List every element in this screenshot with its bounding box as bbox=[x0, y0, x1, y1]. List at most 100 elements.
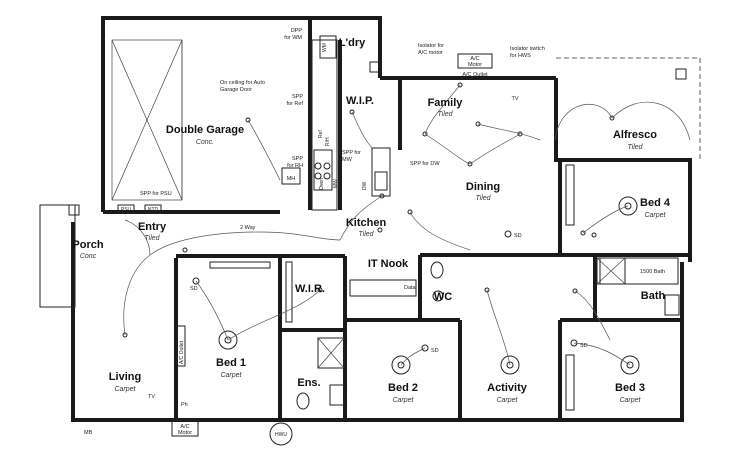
porch-post bbox=[68, 204, 80, 216]
room-finish-dining: Tiled bbox=[475, 195, 491, 202]
note-ac-motor-top-1: A/C bbox=[470, 56, 479, 62]
room-finish-alfresco: Tiled bbox=[627, 144, 643, 151]
fan-wc bbox=[432, 290, 444, 302]
note-isolator-hws-1: Isolator switch bbox=[510, 46, 545, 52]
ens-vanity bbox=[329, 384, 345, 406]
ac-motor-top-box bbox=[457, 53, 493, 69]
note-psu: PSU bbox=[121, 207, 132, 213]
room-finish-porch: Conc bbox=[80, 253, 97, 260]
wc-toilet bbox=[430, 261, 444, 279]
note-mw: MW bbox=[333, 179, 339, 188]
note-garage-door-1: On ceiling for Auto bbox=[220, 80, 265, 86]
hwu-unit bbox=[269, 422, 293, 446]
note-bath-1500: 1500 Bath bbox=[640, 269, 665, 275]
fan-bed1 bbox=[218, 330, 238, 350]
room-name-kitchen: Kitchen bbox=[346, 217, 387, 229]
room-name-family: Family bbox=[428, 97, 464, 109]
room-name-it-nook: IT Nook bbox=[368, 258, 409, 270]
psu-box bbox=[117, 204, 135, 214]
room-name-living: Living bbox=[109, 371, 141, 383]
garage-door-area bbox=[111, 39, 183, 201]
wm-box bbox=[319, 35, 337, 59]
room-finish-entry: Tiled bbox=[144, 235, 160, 242]
room-name-laundry: L'dry bbox=[339, 37, 366, 49]
room-name-porch: Porch bbox=[72, 239, 103, 251]
note-sd-dining: SD bbox=[514, 233, 522, 239]
fan-bed2 bbox=[391, 355, 411, 375]
bath-shower bbox=[596, 257, 626, 285]
alfresco-roof-line bbox=[556, 57, 701, 160]
room-name-wc: WC bbox=[434, 291, 452, 303]
note-oven: Oven bbox=[319, 178, 325, 190]
annotations: DPP for WM WM Isolator for A/C motor A/C… bbox=[84, 28, 665, 438]
room-name-bed2: Bed 2 bbox=[388, 382, 418, 394]
room-name-bath: Bath bbox=[641, 290, 666, 302]
note-spp-mw-2: MW bbox=[342, 157, 353, 163]
note-tv-living: TV bbox=[148, 394, 155, 400]
ac-motor-bottom-box bbox=[171, 419, 199, 437]
note-spp-psu: SPP for PSU bbox=[140, 191, 172, 197]
room-name-alfresco: Alfresco bbox=[613, 129, 657, 141]
light-points bbox=[122, 82, 615, 352]
room-name-bed1: Bed 1 bbox=[216, 357, 246, 369]
note-spp-ref-2: for Ref bbox=[286, 101, 303, 107]
room-name-ens: Ens. bbox=[297, 377, 320, 389]
note-garage-door-2: Garage Door bbox=[220, 87, 252, 93]
mh-box bbox=[281, 167, 301, 185]
room-labels: Double Garage Conc. L'dry W.I.P. Family … bbox=[72, 37, 670, 404]
note-ntd: NTD bbox=[148, 207, 159, 213]
wardrobes bbox=[209, 164, 575, 411]
fan-bed3 bbox=[620, 355, 640, 375]
note-tv-family: TV bbox=[511, 96, 518, 102]
note-ref: Ref bbox=[318, 130, 324, 138]
room-name-wip: W.I.P. bbox=[346, 95, 374, 107]
ac-outlet-bed1-box bbox=[176, 325, 186, 367]
ens-shower bbox=[317, 337, 345, 369]
note-ac-outlet-bed1: A/C Outlet bbox=[179, 340, 185, 364]
ceiling-fans bbox=[218, 196, 640, 375]
note-spp-dw: SPP for DW bbox=[410, 161, 440, 167]
room-name-activity: Activity bbox=[487, 382, 528, 394]
note-dpp-wm-2: for WM bbox=[284, 35, 302, 41]
note-mb: MB bbox=[84, 430, 93, 436]
note-spp-mw-1: SPP for bbox=[342, 150, 361, 156]
note-rh: R/H bbox=[325, 137, 331, 146]
note-ac-motor-top-2: Motor bbox=[468, 62, 482, 68]
note-sd-bed3: SD bbox=[580, 343, 588, 349]
note-ac-motor-bottom-1: A/C bbox=[180, 424, 189, 430]
fan-activity bbox=[500, 355, 520, 375]
garage-outer-wall bbox=[101, 16, 382, 212]
note-isolator-hws-2: for HWS bbox=[510, 53, 531, 59]
note-mh: MH bbox=[287, 176, 296, 182]
note-two-way: 2 Way bbox=[240, 225, 256, 231]
note-ac-motor-bottom-2: Motor bbox=[178, 430, 192, 436]
wiring bbox=[123, 84, 691, 366]
room-finish-bed1: Carpet bbox=[220, 372, 242, 379]
note-sd-bed1: SD bbox=[190, 286, 198, 292]
room-name-bed3: Bed 3 bbox=[615, 382, 645, 394]
room-name-double-garage: Double Garage bbox=[166, 124, 244, 136]
note-spp-rh-1: SPP bbox=[292, 156, 303, 162]
room-finish-bed2: Carpet bbox=[392, 397, 414, 404]
room-finish-bed4: Carpet bbox=[644, 212, 666, 219]
bath-vanity bbox=[664, 294, 680, 316]
room-finish-double-garage: Conc. bbox=[196, 139, 214, 146]
it-nook-desk bbox=[349, 279, 417, 297]
ntd-box bbox=[144, 204, 162, 214]
note-dw: DW bbox=[362, 181, 368, 190]
laundry-post bbox=[369, 61, 381, 73]
note-dpp-wm-1: DPP bbox=[291, 28, 303, 34]
note-ac-outlet: A/C Outlet bbox=[462, 72, 488, 78]
kitchen-bench bbox=[311, 39, 391, 211]
walls bbox=[71, 16, 692, 422]
note-spp-rh-2: for RH bbox=[287, 163, 303, 169]
room-name-dining: Dining bbox=[466, 181, 500, 193]
note-isolator-ac-1: Isolator for bbox=[418, 43, 444, 49]
note-sd-activity: SD bbox=[431, 348, 439, 354]
bath-tub bbox=[599, 257, 679, 285]
south-wall bbox=[71, 262, 684, 422]
note-isolator-ac-2: A/C motor bbox=[418, 50, 443, 56]
alfresco-post bbox=[675, 68, 687, 80]
